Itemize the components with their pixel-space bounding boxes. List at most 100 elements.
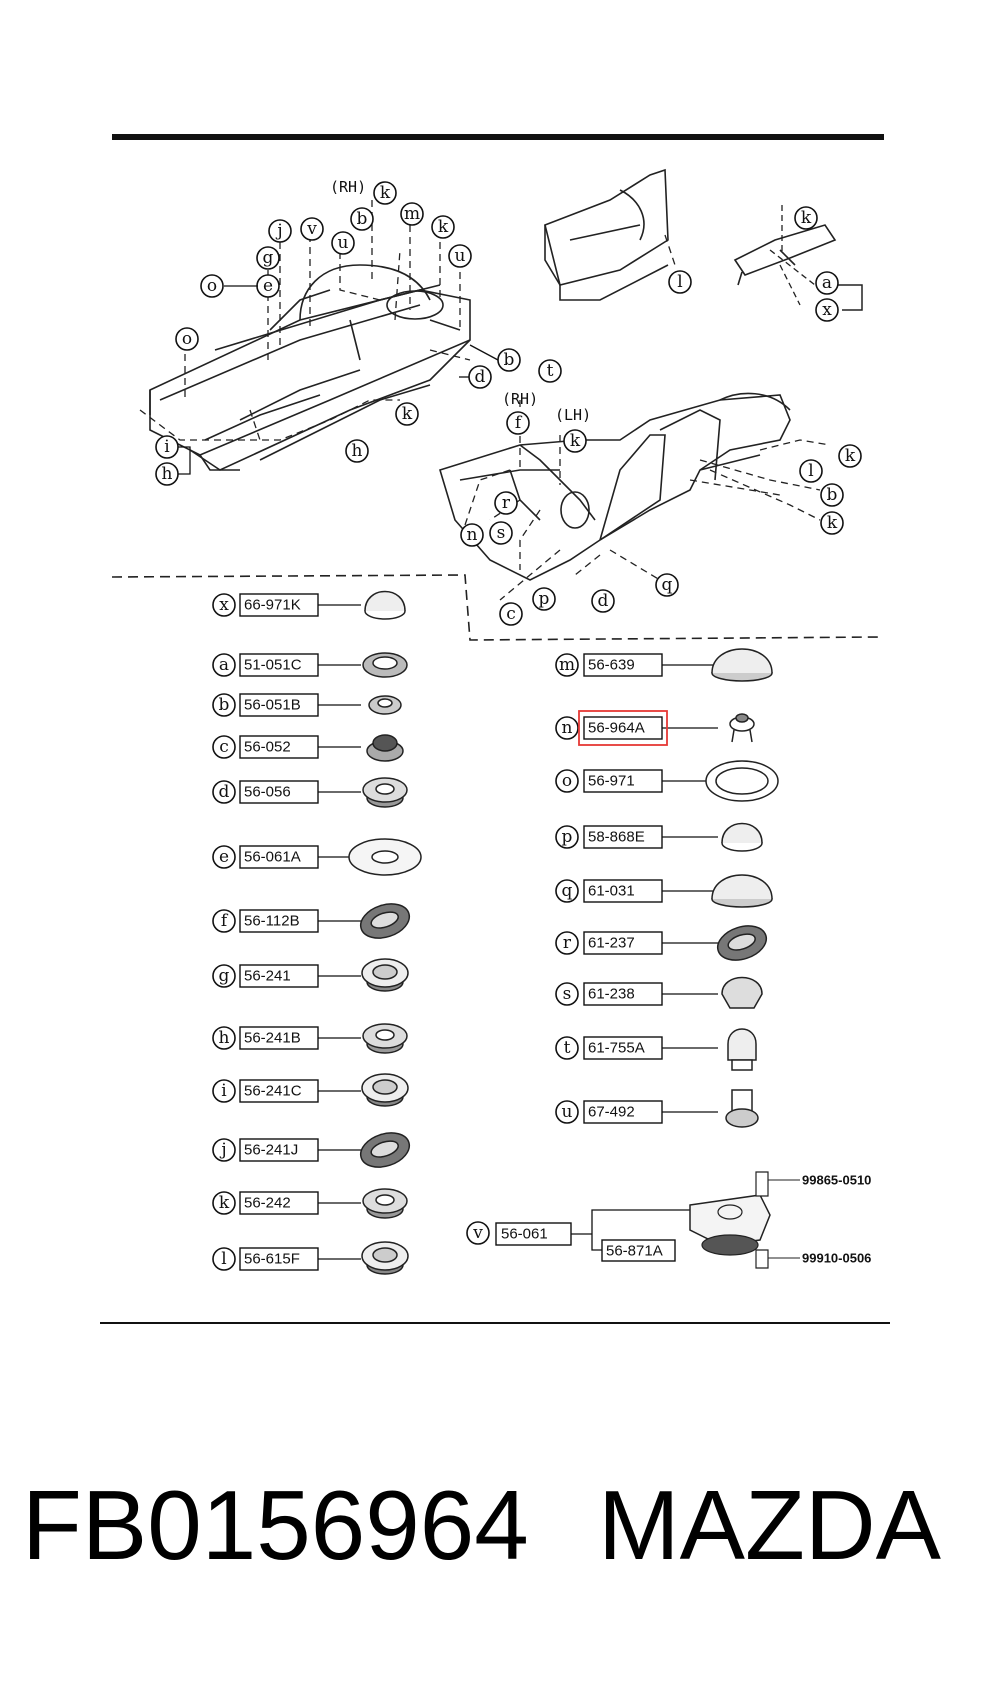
part-letter: a <box>219 655 229 675</box>
part-letter: g <box>219 966 230 986</box>
side-label-rh-mid: (RH) <box>502 390 538 408</box>
part-clip-icon <box>729 713 755 743</box>
svg-text:r: r <box>502 493 511 513</box>
part-row-s: s 61-238 <box>555 976 763 1009</box>
part-number: 56-615F <box>244 1251 300 1268</box>
part-letter-circle <box>212 653 236 677</box>
svg-text:p: p <box>539 589 550 609</box>
svg-text:h: h <box>352 441 363 461</box>
svg-text:b: b <box>357 209 368 229</box>
part-v-leader <box>571 1209 690 1251</box>
part-number: 67-492 <box>588 1104 635 1121</box>
part-number: 56-052 <box>244 739 291 756</box>
footer-part-number: FB0156964 <box>22 1470 529 1580</box>
part-letter-circle <box>212 1026 236 1050</box>
svg-text:l: l <box>677 272 682 292</box>
part-number: 56-241J <box>244 1142 298 1159</box>
part-number: 56-242 <box>244 1195 291 1212</box>
part-number: 56-241B <box>244 1030 301 1047</box>
part-letter: j <box>219 1140 226 1160</box>
part-number: 61-031 <box>588 883 635 900</box>
leader-lines-top-left <box>178 285 499 475</box>
part-disc-icon <box>348 838 422 876</box>
svg-text:d: d <box>598 591 609 611</box>
callouts-mid-right <box>460 359 862 626</box>
svg-text:k: k <box>827 513 838 533</box>
part-letter: h <box>219 1028 230 1048</box>
part-letter: x <box>219 595 229 615</box>
section-divider <box>111 574 881 641</box>
svg-text:v: v <box>306 219 317 239</box>
part-grommet3-icon <box>361 1073 409 1107</box>
svg-text:o: o <box>207 276 217 296</box>
svg-text:x: x <box>822 300 832 320</box>
callout-letters-top-left: o e g j v u b k m k u o i h h d b k <box>162 183 515 484</box>
part-ring-icon <box>362 652 408 678</box>
part-number: 51-051C <box>244 657 302 674</box>
part-letter-circle <box>555 716 579 740</box>
part-v-hole-icon <box>717 1204 743 1220</box>
svg-text:e: e <box>263 276 273 296</box>
part-letter: f <box>221 911 229 931</box>
part-cap-icon <box>721 822 763 852</box>
svg-text:f: f <box>515 413 523 433</box>
svg-text:k: k <box>380 183 391 203</box>
part-letter: v <box>472 1223 483 1243</box>
part-letter: b <box>219 695 230 715</box>
part-letter-circle <box>212 780 236 804</box>
part-letter-circle <box>555 769 579 793</box>
part-grommet2-icon <box>362 1188 408 1219</box>
svg-text:b: b <box>504 350 515 370</box>
part-number: 61-237 <box>588 935 635 952</box>
svg-text:k: k <box>845 446 856 466</box>
part-grommet-icon <box>366 734 404 762</box>
part-letter: m <box>559 655 575 675</box>
part-letter-circle <box>212 964 236 988</box>
part-letter-circle <box>555 982 579 1006</box>
svg-text:m: m <box>404 204 420 224</box>
part-letter-circle <box>212 735 236 759</box>
part-oval-icon <box>359 903 411 939</box>
svg-text:k: k <box>570 431 581 451</box>
part-highlight-box <box>578 710 668 746</box>
part-oval-icon <box>359 1132 411 1168</box>
svg-text:i: i <box>164 437 170 457</box>
part-dome-icon <box>711 874 773 908</box>
bolt-top-icon <box>755 1171 769 1197</box>
svg-text:u: u <box>455 246 466 266</box>
part-letter-circle <box>555 653 579 677</box>
part-letter: s <box>563 984 572 1004</box>
part-number: 61-755A <box>588 1040 645 1057</box>
callouts-top-left <box>155 181 521 486</box>
part-cap-icon <box>364 590 406 620</box>
part-row-a: a 51-051C <box>212 652 408 678</box>
part-letter-circle <box>212 593 236 617</box>
part-grommet3-icon <box>361 1241 409 1275</box>
part-washer-icon <box>705 760 779 802</box>
svg-text:q: q <box>662 575 673 595</box>
part-dome-icon <box>711 648 773 682</box>
callout-letters-top-right: l k a x <box>677 208 832 320</box>
part-number: 61-238 <box>588 986 635 1003</box>
part-cap2-icon <box>721 976 763 1009</box>
floor-pan-sketch <box>149 264 471 471</box>
part-letter: l <box>221 1249 226 1269</box>
part-letter-circle <box>212 693 236 717</box>
svg-text:t: t <box>547 361 554 381</box>
part-number: 56-051B <box>244 697 301 714</box>
part-grommet2-icon <box>362 1023 408 1054</box>
svg-text:d: d <box>475 367 486 387</box>
